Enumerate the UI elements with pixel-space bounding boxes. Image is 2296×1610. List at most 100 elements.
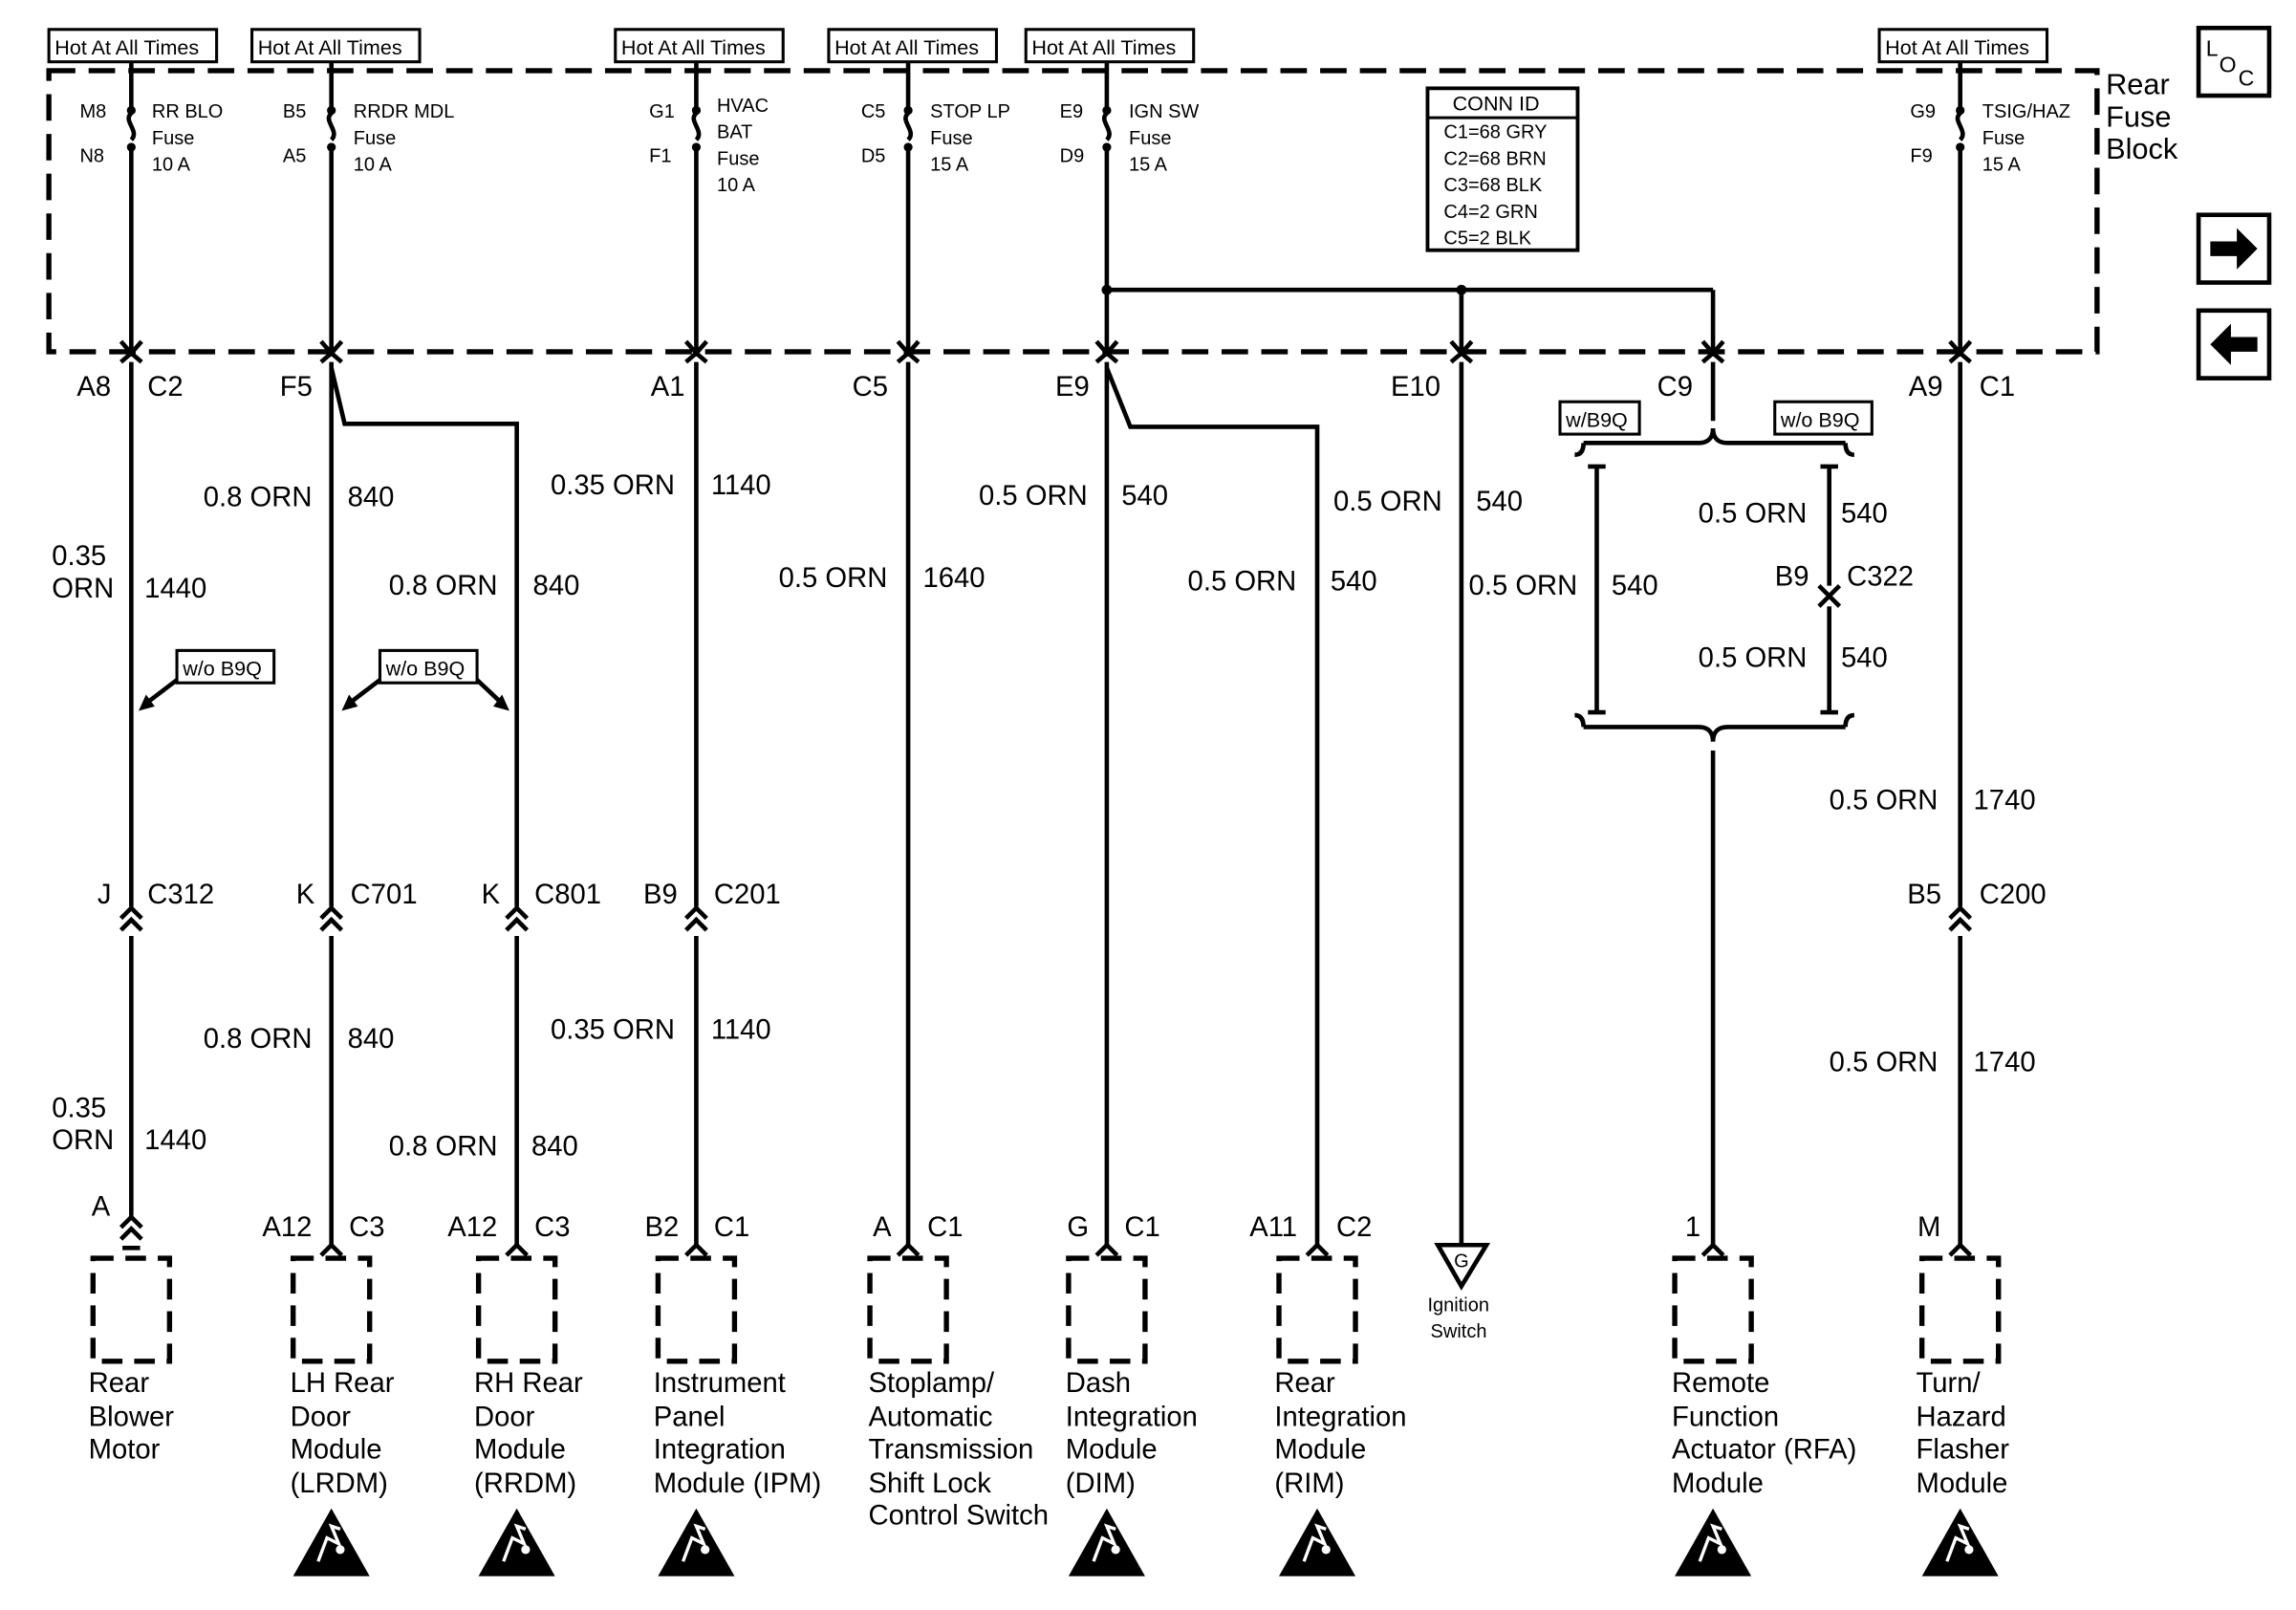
conn-label: C1 bbox=[1980, 372, 2015, 402]
conn-id-row: C3=68 BLK bbox=[1443, 175, 1543, 196]
fuse-rating: 15 A bbox=[930, 155, 969, 176]
wire-circuit: 840 bbox=[348, 483, 395, 513]
inline-pin: B9 bbox=[1775, 562, 1809, 593]
wire-circuit: 540 bbox=[1612, 571, 1658, 601]
comp-conn: C1 bbox=[714, 1212, 749, 1243]
ignition-switch-ground: G Ignition Switch bbox=[1427, 1242, 1491, 1342]
comp-pin: M bbox=[1917, 1212, 1940, 1243]
component-name: Instrument bbox=[654, 1368, 786, 1399]
comp-conn: C1 bbox=[927, 1212, 963, 1243]
component-name: Turn/ bbox=[1917, 1368, 1982, 1399]
wire-circuit: 540 bbox=[1841, 498, 1888, 529]
fuse-pin-in: C5 bbox=[861, 101, 886, 122]
pin-label: E9 bbox=[1055, 372, 1090, 402]
wire-circuit: 540 bbox=[1331, 566, 1377, 597]
hot-at-all-times-2: Hot At All Times bbox=[250, 28, 422, 64]
comp-conn: C2 bbox=[1336, 1212, 1372, 1243]
wire-size: 0.35 ORN bbox=[551, 470, 675, 501]
svg-text:Hot At All Times: Hot At All Times bbox=[1885, 35, 2029, 59]
svg-text:w/o B9Q: w/o B9Q bbox=[385, 657, 466, 681]
arrow-right-icon bbox=[2210, 228, 2258, 270]
loc-letter-l: L bbox=[2206, 35, 2219, 60]
conn-id-row: C5=2 BLK bbox=[1443, 228, 1531, 250]
fuse-rrdr-mdl: B5 A5 RRDR MDL Fuse 10 A bbox=[283, 61, 454, 354]
fuse-hvac-bat: G1 F1 HVAC BAT Fuse 10 A bbox=[649, 61, 769, 354]
conn-id-row: C2=68 BRN bbox=[1443, 148, 1546, 169]
fuse-name: Fuse bbox=[1129, 128, 1171, 149]
esd-warning-icon bbox=[1921, 1508, 1999, 1577]
component-box bbox=[1918, 1255, 2002, 1364]
ign-bus bbox=[1101, 284, 1716, 354]
wire-circuit: 1740 bbox=[1974, 786, 2036, 816]
loc-letter-o: O bbox=[2220, 52, 2237, 76]
rear-fuse-block-outline bbox=[46, 68, 2100, 355]
wire-runs bbox=[129, 361, 1963, 1246]
comp-pin: G bbox=[1067, 1212, 1089, 1243]
wire-circuit: 1440 bbox=[144, 1125, 206, 1156]
component-name: Blower bbox=[89, 1403, 175, 1433]
wire-size: 0.5 ORN bbox=[1188, 566, 1297, 597]
previous-page-button[interactable] bbox=[2196, 308, 2272, 381]
inline-pin: K bbox=[296, 880, 315, 910]
component-name: Door bbox=[291, 1403, 352, 1433]
component-name: Module bbox=[1672, 1469, 1764, 1499]
fuse-name: Fuse bbox=[152, 128, 194, 149]
fuse-pin-out: D9 bbox=[1060, 145, 1085, 166]
wire-size: 0.5 ORN bbox=[1333, 487, 1442, 517]
comp-pin: B2 bbox=[645, 1212, 680, 1243]
svg-text:Hot At All Times: Hot At All Times bbox=[834, 35, 979, 59]
b9q-option-branches: w/B9Q w/o B9Q bbox=[1558, 400, 1874, 742]
wire-size: 0.8 ORN bbox=[389, 1131, 498, 1162]
comp-pin: A bbox=[873, 1212, 892, 1243]
pin-label: A8 bbox=[76, 372, 111, 402]
fuse-rr-blo: M8 N8 RR BLO Fuse 10 A bbox=[79, 61, 223, 354]
component-name: Module bbox=[1917, 1469, 2008, 1499]
component-name: LH Rear bbox=[291, 1368, 395, 1399]
wire-size: 0.5 ORN bbox=[1699, 498, 1808, 529]
fuse-ign-sw: E9 D9 IGN SW Fuse 15 A bbox=[1060, 61, 1199, 354]
loc-icon[interactable]: L O C bbox=[2196, 25, 2272, 98]
without-b9q-label: w/o B9Q bbox=[1780, 407, 1860, 431]
pin-label: A1 bbox=[651, 372, 685, 402]
fuse-pin-in: G9 bbox=[1910, 101, 1936, 122]
without-b9q-notes: w/o B9Q w/o B9Q bbox=[139, 648, 509, 711]
component-name: Function bbox=[1672, 1403, 1779, 1433]
fuse-rating: 10 A bbox=[152, 155, 191, 176]
inline-pin: K bbox=[482, 880, 501, 910]
inline-conn: C701 bbox=[351, 880, 418, 910]
hot-at-all-times-1: Hot At All Times bbox=[47, 28, 219, 64]
wire-circuit: 840 bbox=[533, 571, 580, 601]
component-name: Module bbox=[291, 1434, 382, 1465]
comp-conn: C3 bbox=[534, 1212, 570, 1243]
component-name: Module bbox=[1274, 1434, 1366, 1465]
component-name: Actuator (RFA) bbox=[1672, 1434, 1856, 1465]
component-box bbox=[867, 1255, 949, 1364]
component-connectors: A A12 C3 A12 C3 B2 C1 A C1 G C1 A11 C2 1… bbox=[92, 1191, 1973, 1257]
pin-label: E10 bbox=[1391, 372, 1440, 402]
esd-warning-icon bbox=[1278, 1508, 1356, 1577]
wire-size: 0.8 ORN bbox=[204, 483, 313, 513]
wire-circuit: 1140 bbox=[711, 1015, 771, 1046]
fuse-pin-in: E9 bbox=[1060, 101, 1083, 122]
esd-warning-icon bbox=[658, 1508, 735, 1577]
component-name: Integration bbox=[1274, 1403, 1406, 1433]
pin-label: A9 bbox=[1909, 372, 1943, 402]
rear-fuse-block-label-2: Fuse bbox=[2106, 99, 2171, 133]
component-box bbox=[1672, 1255, 1754, 1364]
hot-at-all-times-5: Hot At All Times bbox=[1024, 28, 1196, 64]
conn-id-table: CONN ID C1=68 GRY C2=68 BRN C3=68 BLK C4… bbox=[1425, 86, 1580, 252]
component-name: (LRDM) bbox=[291, 1469, 388, 1499]
svg-text:Hot At All Times: Hot At All Times bbox=[258, 35, 402, 59]
next-page-button[interactable] bbox=[2196, 212, 2272, 285]
component-name: Module (IPM) bbox=[654, 1469, 821, 1499]
svg-text:w/o B9Q: w/o B9Q bbox=[182, 657, 262, 681]
comp-pin: A11 bbox=[1249, 1212, 1297, 1243]
fuse-name: Fuse bbox=[717, 148, 759, 169]
inline-connectors: J C312 K C701 K C801 B9 C201 B9 C322 B5 … bbox=[97, 562, 2047, 932]
component-name: Control Switch bbox=[869, 1501, 1049, 1532]
conn-id-row: C4=2 GRN bbox=[1443, 202, 1537, 223]
wire-circuit: 840 bbox=[348, 1024, 395, 1055]
wire-size: 0.35 bbox=[52, 1093, 106, 1123]
wire-labels: 0.35 ORN 1440 0.8 ORN 840 0.8 ORN 840 0.… bbox=[52, 470, 2035, 1162]
